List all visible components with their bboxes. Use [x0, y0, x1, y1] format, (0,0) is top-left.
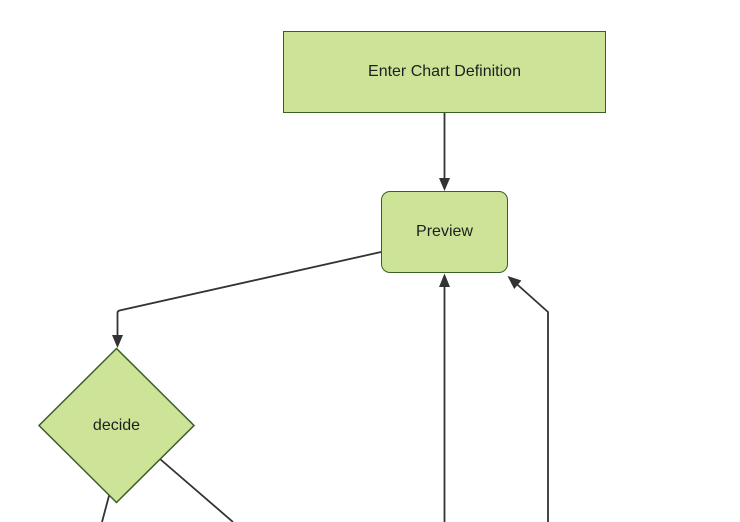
edge-bottom2-to-preview: [514, 281, 549, 522]
node-enter-chart-definition: Enter Chart Definition: [283, 31, 606, 113]
edge-decide-bottom-left: [101, 493, 111, 522]
arrowhead-preview-to-decide: [112, 335, 123, 348]
arrowhead-bottom-to-preview: [439, 273, 450, 287]
node-decide-diamond-shape: [37, 347, 196, 504]
node-preview: Preview: [381, 191, 508, 273]
edge-preview-to-decide: [116, 251, 382, 337]
arrowhead-bottom2-to-preview: [507, 276, 522, 289]
edge-decide-bottom-right: [159, 458, 234, 522]
node-enter-chart-definition-label: Enter Chart Definition: [368, 63, 521, 81]
node-preview-label: Preview: [416, 223, 473, 241]
arrowhead-enter-to-preview: [439, 178, 450, 191]
